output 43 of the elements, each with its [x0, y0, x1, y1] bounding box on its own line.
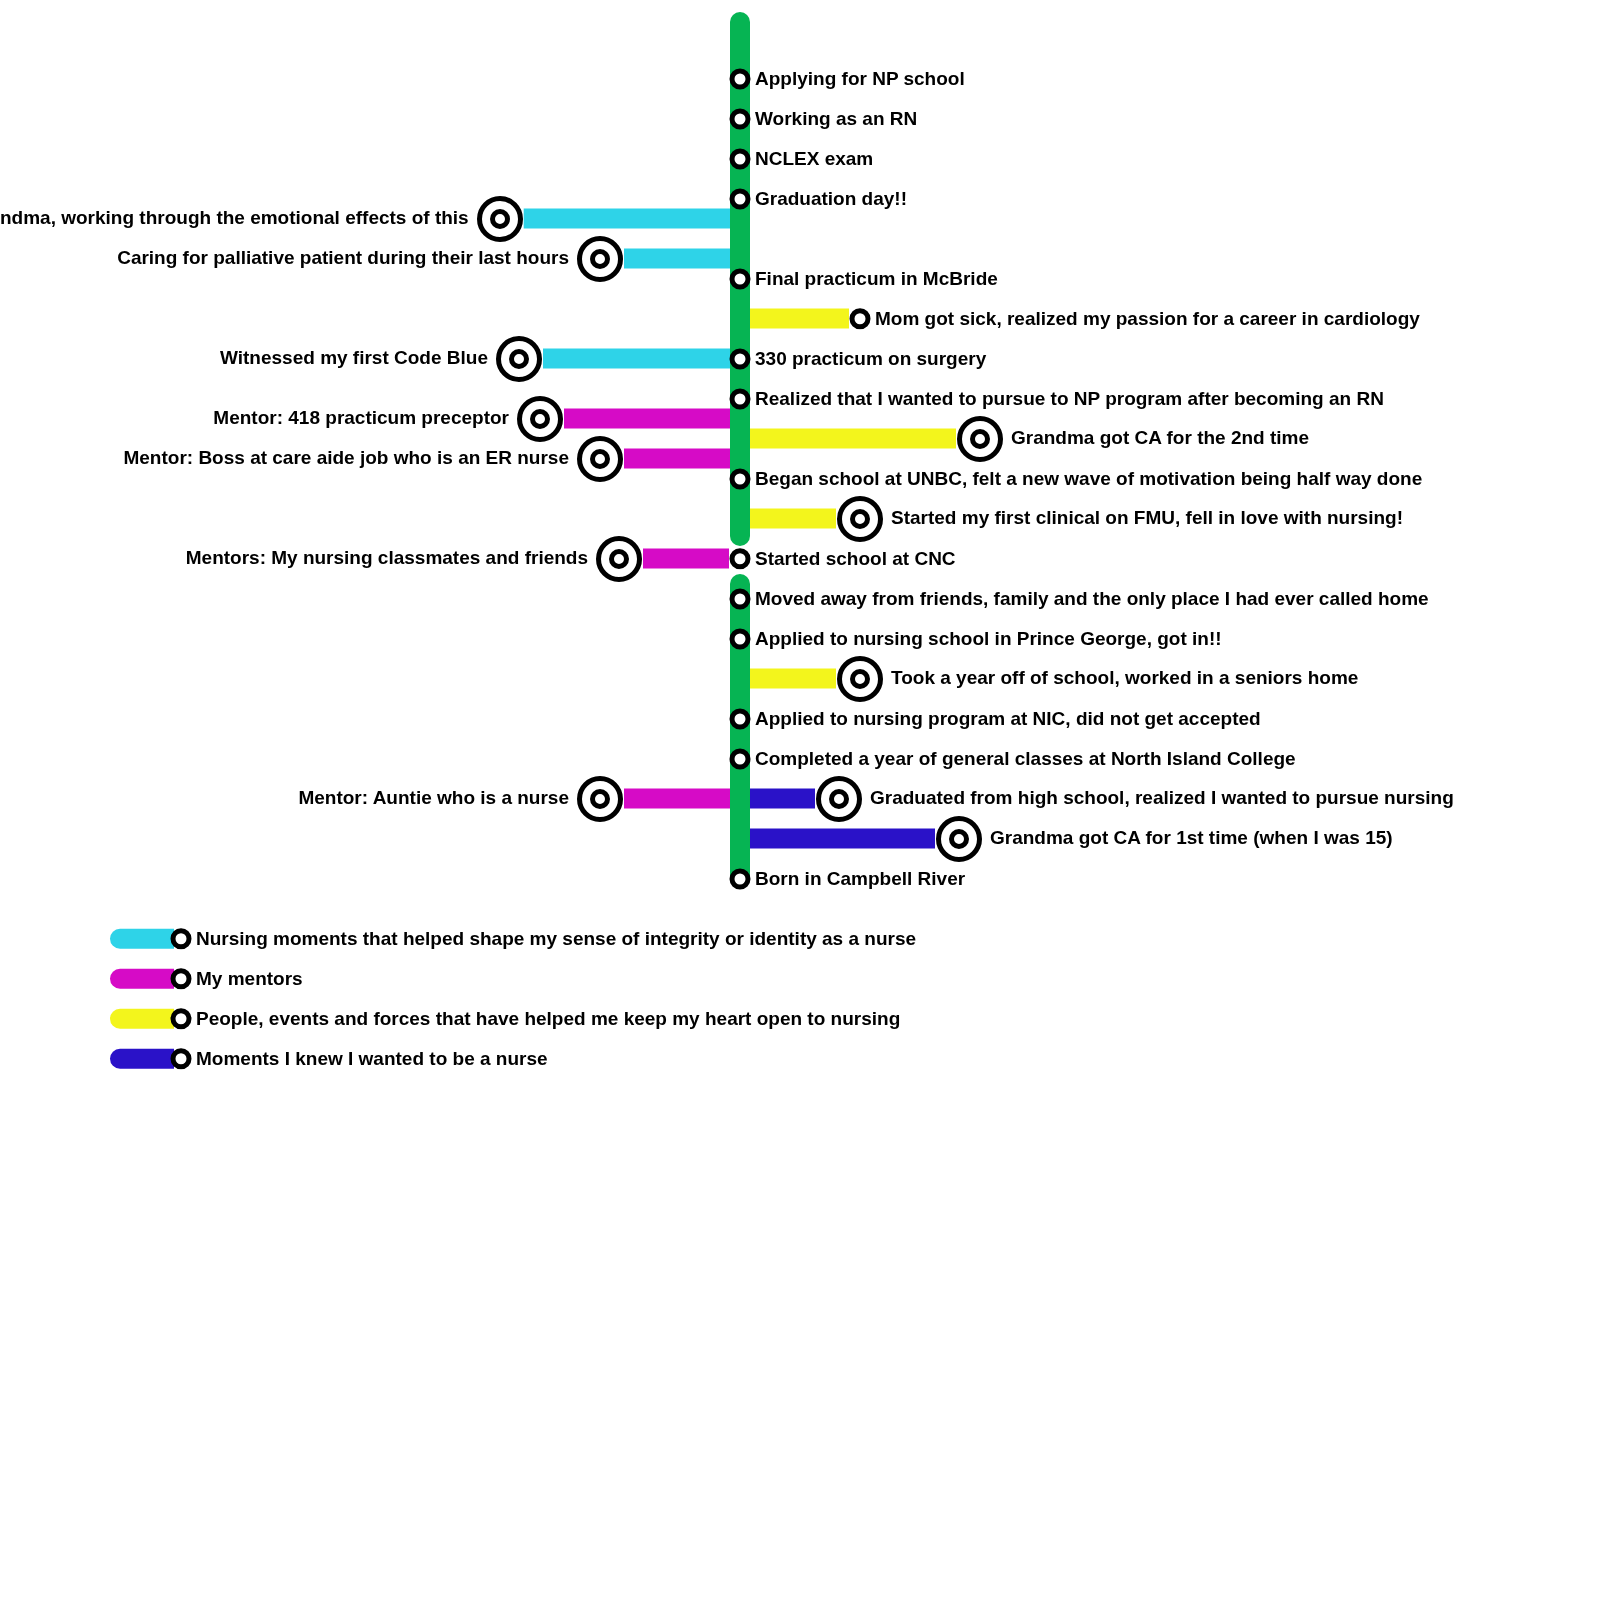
station-label: Mentors: My nursing classmates and friends	[185, 546, 588, 571]
station-label: Applied to nursing school in Prince George, got in!!	[755, 626, 1222, 651]
station-label: Moved away from friends, family and the only place I had ever called home	[755, 586, 1429, 611]
station-label: ndma, working through the emotional effects of this	[0, 206, 469, 231]
station-label: Grandma got CA for the 2nd time	[1011, 426, 1310, 451]
station-label: Applying for NP school	[755, 66, 965, 91]
branch-line	[750, 428, 956, 449]
branch-line	[624, 248, 730, 269]
branch-line	[543, 348, 730, 369]
station-label: Caring for palliative patient during their last hours	[117, 246, 569, 271]
branch-line	[624, 788, 730, 809]
station-label: Started my first clinical on FMU, fell in love with nursing!	[891, 506, 1403, 531]
station-label: Began school at UNBC, felt a new wave of motivation being half way done	[755, 466, 1423, 491]
branch-line	[624, 448, 730, 469]
branch-line	[750, 828, 935, 849]
station-label: Witnessed my first Code Blue	[220, 346, 488, 371]
station-label: Working as an RN	[755, 106, 918, 131]
station-label: Mom got sick, realized my passion for a career in cardiology	[875, 306, 1420, 331]
branch-line	[750, 668, 836, 689]
legend-label: My mentors	[196, 966, 303, 991]
legend-label: Moments I knew I wanted to be a nurse	[196, 1046, 548, 1071]
branch-line	[750, 788, 815, 809]
branch-line	[750, 508, 836, 529]
legend-label: People, events and forces that have helped me keep my heart open to nursing	[196, 1006, 901, 1031]
station-label: Applied to nursing program at NIC, did not get accepted	[755, 706, 1261, 731]
station-label: Realized that I wanted to pursue to NP program after becoming an RN	[755, 386, 1384, 411]
station-label: Mentor: 418 practicum preceptor	[213, 406, 509, 431]
branch-line	[750, 308, 849, 329]
station-label: Mentor: Auntie who is a nurse	[298, 786, 569, 811]
station-label: Completed a year of general classes at North Island College	[755, 746, 1296, 771]
station-label: NCLEX exam	[755, 146, 874, 171]
legend-label: Nursing moments that helped shape my sense of integrity or identity as a nurse	[196, 926, 917, 951]
station-label: 330 practicum on surgery	[755, 346, 987, 371]
station-label: Final practicum in McBride	[755, 266, 998, 291]
branch-line	[643, 548, 729, 569]
station-label: Born in Campbell River	[755, 866, 966, 891]
station-label: Grandma got CA for 1st time (when I was 15)	[990, 826, 1393, 851]
station-label: Mentor: Boss at care aide job who is an ER nurse	[123, 446, 569, 471]
branch-line	[523, 208, 730, 229]
station-label: Graduation day!!	[755, 186, 907, 211]
station-label: Started school at CNC	[755, 546, 956, 571]
station-label: Took a year off of school, worked in a seniors home	[891, 666, 1359, 691]
station-label: Graduated from high school, realized I wanted to pursue nursing	[870, 786, 1454, 811]
